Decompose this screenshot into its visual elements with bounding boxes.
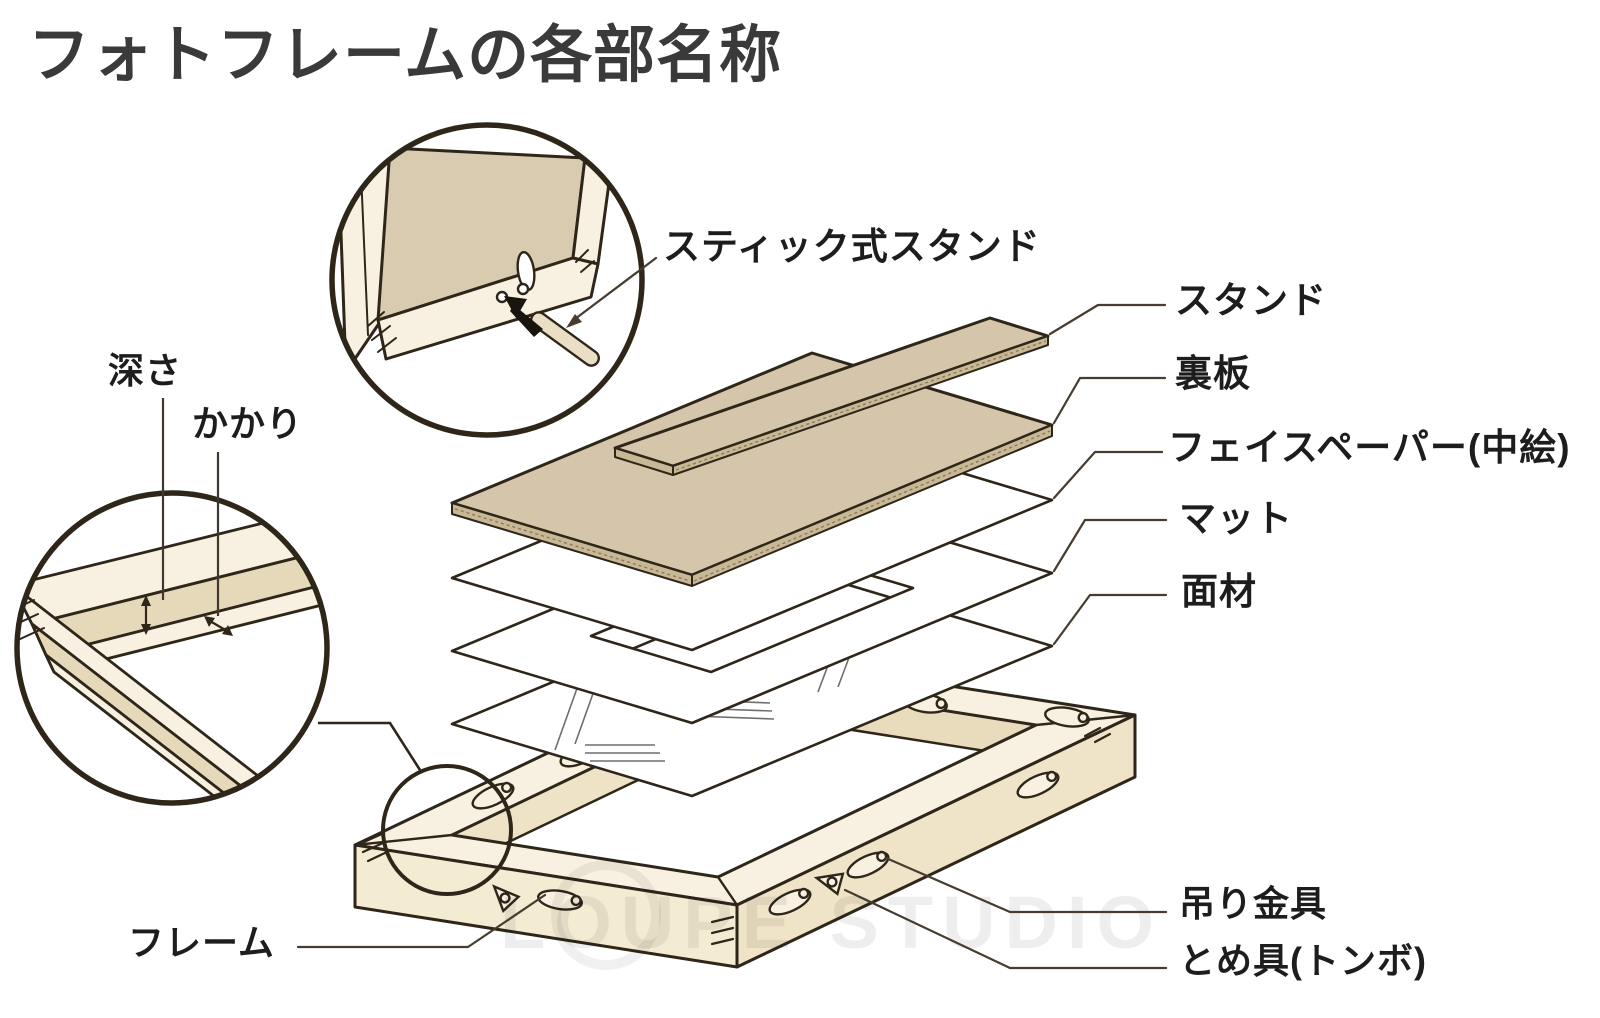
label-kakari: かかり xyxy=(192,403,304,444)
hanging-loop xyxy=(768,887,812,916)
insert-arrow xyxy=(504,296,543,337)
stick-dowel xyxy=(530,311,600,367)
label-hanging-hardware: 吊り金具 xyxy=(1179,883,1328,924)
frame-miter-s xyxy=(716,875,739,907)
label-depth: 深さ xyxy=(108,350,183,391)
hanging-loop xyxy=(1016,770,1060,799)
leader-face-paper xyxy=(1052,450,1164,500)
back-board-grain xyxy=(693,430,1051,582)
label-back-board: 裏板 xyxy=(1175,353,1251,394)
frame-corner-ticks xyxy=(361,726,1112,946)
watermark-logo-circle xyxy=(551,860,661,970)
label-stand: スタンド xyxy=(1175,280,1327,321)
hanging-loop xyxy=(1044,706,1090,728)
watermark-text: LOUPE STUDIO xyxy=(500,881,1163,964)
leader-mat xyxy=(1052,518,1168,573)
back-board-layer xyxy=(450,351,1054,587)
hanging-loop xyxy=(537,889,583,911)
keyhole-round xyxy=(516,282,530,296)
frame-miter-w xyxy=(353,833,454,847)
rail2-rabbet xyxy=(30,622,316,802)
stand-grain xyxy=(675,340,1047,471)
callout-connector xyxy=(318,721,422,771)
leader-fastener xyxy=(843,888,1168,970)
label-fastener: とめ具(トンボ) xyxy=(1179,940,1427,981)
tombo-fastener xyxy=(492,884,521,914)
back-board-grain xyxy=(454,508,691,582)
hanging-loop xyxy=(471,781,515,810)
depth-arrow xyxy=(141,595,151,635)
label-stick-stand: スティック式スタンド xyxy=(663,226,1041,267)
leader-back-board xyxy=(1052,376,1167,425)
stand-layer xyxy=(613,316,1050,476)
rail2-top xyxy=(18,583,302,802)
leader-lines xyxy=(296,256,1168,970)
callout-ring xyxy=(14,490,330,806)
kakari-arrow xyxy=(204,616,233,636)
label-face-paper: フェイスペーパー(中絵) xyxy=(1168,427,1571,468)
frame-corner-callout-ring xyxy=(381,764,513,896)
label-face-material: 面材 xyxy=(1181,571,1257,612)
label-mat: マット xyxy=(1179,498,1293,539)
leader-stand xyxy=(1048,303,1167,336)
stick-stand-callout xyxy=(329,122,645,438)
leader-stick-stand xyxy=(566,256,658,328)
callout-frame-bottom-rail xyxy=(376,256,600,361)
leader-frame xyxy=(296,893,547,949)
leader-face-material xyxy=(1052,593,1168,646)
arrowhead xyxy=(566,314,582,328)
leader-hanging-hardware xyxy=(884,856,1168,914)
page-title: フォトフレームの各部名称 xyxy=(28,21,783,90)
stand-edge-right xyxy=(672,335,1049,476)
cross-section-callout xyxy=(14,490,330,806)
watermark: LOUPE STUDIO xyxy=(500,860,1163,970)
callout-ring xyxy=(329,122,645,438)
tombo-fastener xyxy=(813,872,845,896)
hanging-loop xyxy=(846,850,890,879)
label-frame: フレーム xyxy=(128,922,275,963)
grain-ticks xyxy=(367,249,595,353)
